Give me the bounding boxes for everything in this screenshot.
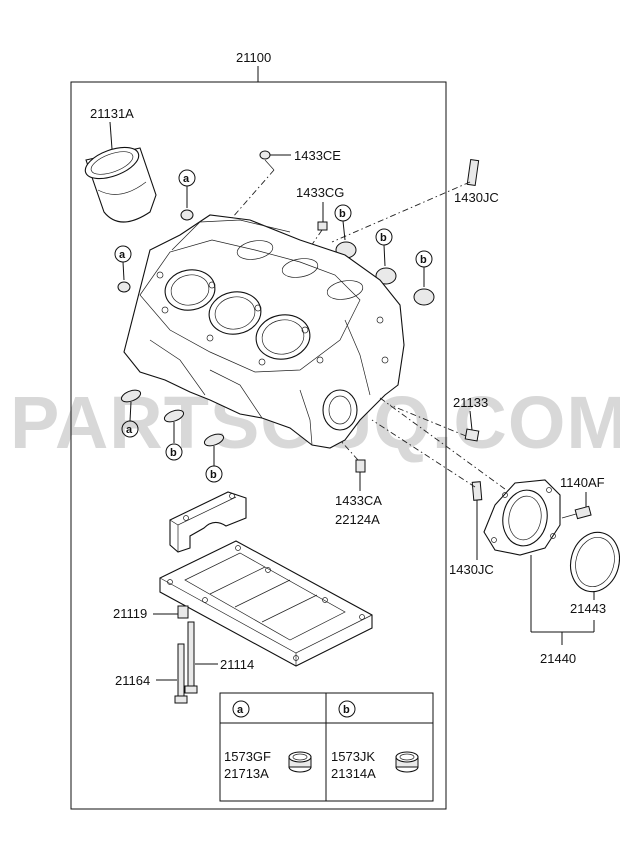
bolt-1430JC-top[interactable] [466,158,480,186]
dowel-1433CA[interactable] [355,459,366,473]
legend-a-part1[interactable]: 1573GF [224,749,271,764]
svg-text:a: a [126,424,133,436]
svg-text:b: b [210,469,217,481]
callout-b-1: b [334,204,352,222]
callout-b-3: b [415,250,433,268]
seal-case-21440[interactable] [483,479,561,556]
label-22124A[interactable]: 22124A [335,512,380,527]
cylinder-liner[interactable] [81,141,157,223]
legend-b-part2[interactable]: 21314A [331,766,376,781]
bearing-cap[interactable] [169,491,247,553]
label-1430JC-lower[interactable]: 1430JC [449,562,494,577]
label-1433CA[interactable]: 1433CA [335,493,382,508]
legend-b-part1[interactable]: 1573JK [331,749,375,764]
legend-a-part2[interactable]: 21713A [224,766,269,781]
label-1433CE[interactable]: 1433CE [294,148,341,163]
label-21443[interactable]: 21443 [570,601,606,616]
label-21133[interactable]: 21133 [453,395,488,410]
plug-a-3[interactable] [120,388,142,404]
plug-b-4[interactable] [163,408,185,424]
svg-text:a: a [237,704,244,716]
svg-text:b: b [420,254,427,266]
label-1433CG[interactable]: 1433CG [296,185,344,200]
legend-ring-a [288,751,312,773]
bolt-21164[interactable] [174,643,188,704]
callout-a-3: a [121,420,139,438]
plug-b-2[interactable] [375,267,397,285]
legend-table [219,692,434,802]
callout-a-2: a [114,245,132,263]
bolt-1140AF[interactable] [561,505,592,520]
svg-text:b: b [339,208,346,220]
plug-a-1[interactable] [180,209,194,221]
plug-1433CG[interactable] [317,221,328,231]
cylinder-block[interactable] [123,214,405,449]
svg-text:a: a [183,173,190,185]
label-21164[interactable]: 21164 [115,673,150,688]
label-1430JC-top[interactable]: 1430JC [454,190,499,205]
callout-b-5: b [205,465,223,483]
plug-21133[interactable] [464,428,480,442]
plug-1433CE[interactable] [259,150,271,160]
svg-text:b: b [343,704,350,716]
label-21114[interactable]: 21114 [220,657,254,672]
ladder-frame[interactable] [159,540,373,667]
svg-text:a: a [119,249,126,261]
plug-b-5[interactable] [203,432,225,448]
callout-b-2: b [375,228,393,246]
legend-ring-b [395,751,419,773]
bolt-1430JC-lower[interactable] [471,481,483,501]
callout-b-4: b [165,443,183,461]
callout-a-1: a [178,169,196,187]
bolt-21119[interactable] [177,605,189,619]
plug-b-3[interactable] [413,288,435,306]
label-21100[interactable]: 21100 [236,50,271,65]
legend-header-a: a [232,700,250,718]
oil-seal-21443[interactable] [564,527,620,597]
svg-text:b: b [170,447,177,459]
svg-text:b: b [380,232,387,244]
label-21119[interactable]: 21119 [113,606,147,621]
bolt-21114[interactable] [184,621,198,694]
legend-header-b: b [338,700,356,718]
label-1140AF[interactable]: 1140AF [560,475,605,490]
plug-a-2[interactable] [117,281,131,293]
label-21131A[interactable]: 21131A [90,106,134,121]
label-21440[interactable]: 21440 [540,651,576,666]
